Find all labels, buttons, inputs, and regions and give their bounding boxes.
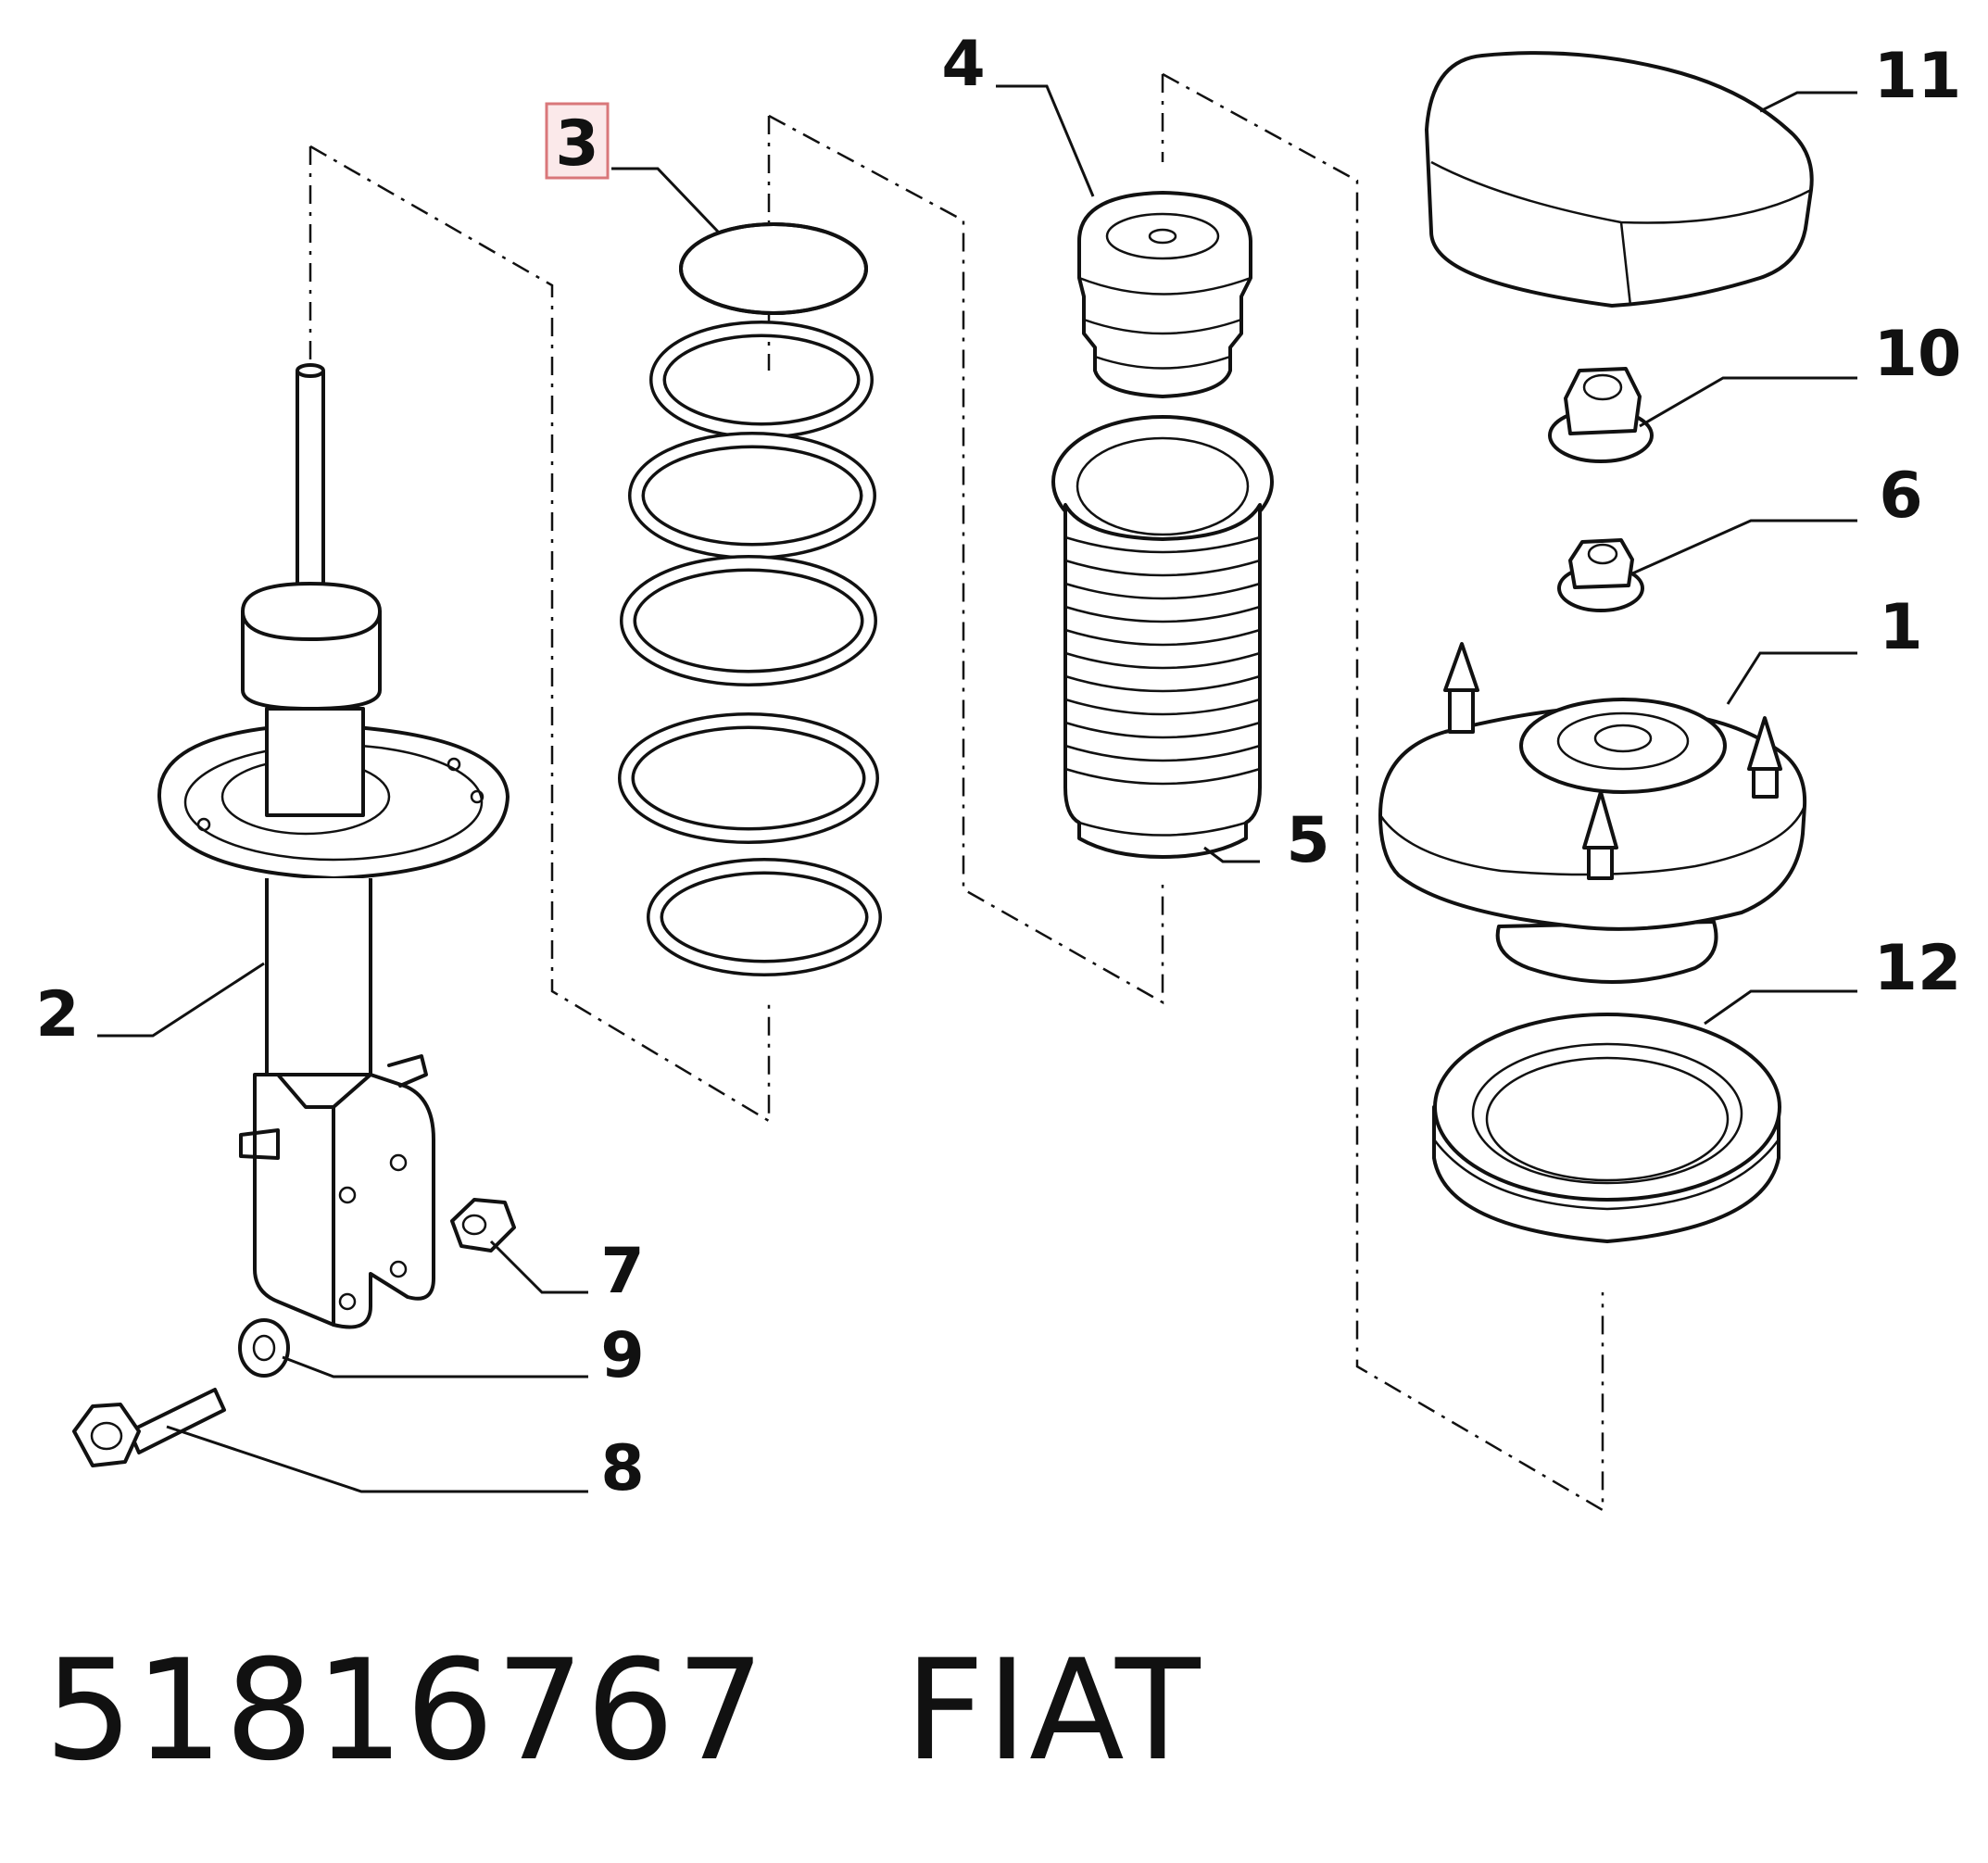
callout-10: 10 [1874,318,1962,391]
part-number: 51816767 [44,1630,767,1792]
strut-top-mount [1378,642,1807,984]
callout-1: 1 [1879,591,1922,664]
callout-3: 3 [555,107,598,181]
callout-9: 9 [600,1319,644,1392]
assembly-guides [308,72,1604,1513]
callout-8: 8 [600,1432,644,1505]
callout-11: 11 [1874,40,1962,113]
dust-boot [1051,415,1274,859]
flange-nut-small [1557,538,1644,612]
leader-lines [97,84,1857,1493]
washer [238,1318,290,1378]
callout-7: 7 [600,1235,644,1308]
coil-spring [618,222,882,976]
callout-labels: 3 4 11 10 6 1 12 5 2 7 9 8 [35,28,1961,1505]
part-caption: 51816767 FIAT [44,1630,1202,1792]
callout-6: 6 [1879,459,1922,533]
callout-12: 12 [1874,932,1962,1005]
callout-4: 4 [941,28,985,101]
strut-nut [450,1198,516,1252]
bump-stop [1077,191,1252,398]
callout-2: 2 [35,978,79,1051]
shock-absorber-strut [157,363,510,1329]
cover-cap [1425,51,1814,308]
brand-name: FIAT [904,1630,1202,1792]
bolt [72,1388,226,1467]
callout-3-highlight-box [545,102,610,180]
flange-nut-large [1548,367,1654,463]
caption-gap [766,1630,904,1792]
bearing-ring [1432,1013,1781,1243]
callout-5: 5 [1286,804,1329,877]
